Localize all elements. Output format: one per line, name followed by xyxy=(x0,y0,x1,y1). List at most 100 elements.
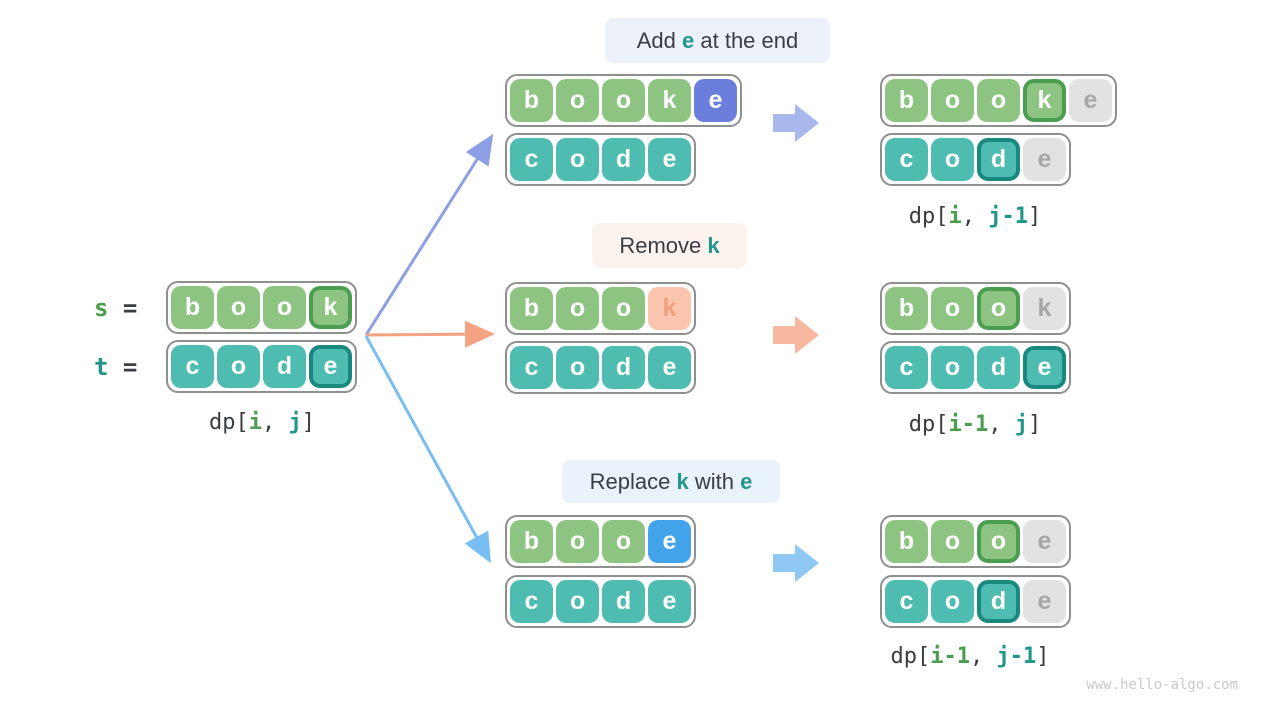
dp-label-replace: dp[i-1, j-1] xyxy=(870,644,1070,669)
char-cell-d: d xyxy=(263,345,306,388)
text-part: at the end xyxy=(694,27,799,53)
char-cell-d: d xyxy=(602,138,645,181)
text-part: Add xyxy=(636,27,683,53)
char-cell-d: d xyxy=(602,580,645,623)
char-cell-e: e xyxy=(694,79,737,122)
char-cell-b: b xyxy=(885,287,928,330)
char-cell-o: o xyxy=(931,520,974,563)
char-cell-d: d xyxy=(977,346,1020,389)
char-cell-e: e xyxy=(1023,520,1066,563)
char-cell-k: k xyxy=(1023,79,1066,122)
text-part: dp[ xyxy=(908,204,949,229)
char-cell-o: o xyxy=(263,286,306,329)
text-part: dp[ xyxy=(209,410,249,435)
char-cell-k: k xyxy=(648,287,691,330)
char-cell-d: d xyxy=(602,346,645,389)
label-pill-add: Add e at the end xyxy=(605,18,830,63)
char-cell-c: c xyxy=(885,346,928,389)
char-cell-c: c xyxy=(510,580,553,623)
arrow-line-add xyxy=(364,133,494,336)
text-part: j-1 xyxy=(988,204,1028,229)
char-cell-o: o xyxy=(556,79,599,122)
text-part: , xyxy=(970,644,997,669)
char-cell-b: b xyxy=(885,520,928,563)
label-pill-remove: Remove k xyxy=(592,223,747,268)
char-cell-o: o xyxy=(556,287,599,330)
text-part: e xyxy=(740,468,753,494)
char-cell-b: b xyxy=(510,287,553,330)
text-part: s xyxy=(94,293,109,322)
text-part: dp[ xyxy=(908,412,949,437)
text-part: j xyxy=(1014,412,1028,437)
char-cell-b: b xyxy=(510,79,553,122)
text-part: i xyxy=(248,410,262,435)
char-cell-o: o xyxy=(977,520,1020,563)
char-cell-k: k xyxy=(648,79,691,122)
char-cell-b: b xyxy=(510,520,553,563)
dp-label-remove: dp[i-1, j] xyxy=(880,412,1070,437)
char-cell-c: c xyxy=(171,345,214,388)
char-cell-o: o xyxy=(977,79,1020,122)
char-cell-d: d xyxy=(977,580,1020,623)
label-pill-replace: Replace k with e xyxy=(562,460,780,503)
text-part: Replace xyxy=(589,468,677,494)
char-cell-o: o xyxy=(602,79,645,122)
char-cell-o: o xyxy=(602,520,645,563)
text-part: dp[ xyxy=(890,644,931,669)
text-part: with xyxy=(688,468,741,494)
char-cell-o: o xyxy=(977,287,1020,330)
char-cell-o: o xyxy=(217,345,260,388)
text-part: ] xyxy=(1028,412,1042,437)
char-cell-e: e xyxy=(1023,346,1066,389)
block-arrow-remove-icon xyxy=(773,316,819,354)
char-cell-o: o xyxy=(556,580,599,623)
text-part: k xyxy=(676,468,689,494)
text-part: t xyxy=(94,352,109,381)
arrow-line-replace xyxy=(364,335,491,564)
char-cell-o: o xyxy=(217,286,260,329)
s-equals-label: s = xyxy=(94,281,137,334)
char-cell-c: c xyxy=(510,346,553,389)
char-cell-o: o xyxy=(556,520,599,563)
text-part: , xyxy=(961,204,989,229)
text-part: ] xyxy=(1028,204,1042,229)
block-arrow-remove-shape xyxy=(773,316,819,354)
char-cell-o: o xyxy=(931,79,974,122)
char-cell-b: b xyxy=(171,286,214,329)
text-part: ] xyxy=(301,410,315,435)
text-part: = xyxy=(108,293,138,322)
watermark-text: www.hello-algo.com xyxy=(1086,677,1238,693)
char-cell-o: o xyxy=(931,346,974,389)
char-cell-o: o xyxy=(556,138,599,181)
dp-label-add: dp[i, j-1] xyxy=(880,204,1070,229)
char-cell-k: k xyxy=(309,286,352,329)
char-cell-k: k xyxy=(1023,287,1066,330)
text-part: e xyxy=(682,27,695,53)
text-part: i xyxy=(948,204,962,229)
char-cell-e: e xyxy=(648,520,691,563)
char-cell-o: o xyxy=(602,287,645,330)
text-part: ] xyxy=(1036,644,1050,669)
char-cell-c: c xyxy=(885,138,928,181)
char-cell-o: o xyxy=(556,346,599,389)
text-part: k xyxy=(707,232,720,258)
char-cell-e: e xyxy=(1023,138,1066,181)
char-cell-d: d xyxy=(977,138,1020,181)
char-cell-o: o xyxy=(931,580,974,623)
char-cell-e: e xyxy=(1023,580,1066,623)
char-cell-e: e xyxy=(648,138,691,181)
char-cell-c: c xyxy=(885,580,928,623)
char-cell-c: c xyxy=(510,138,553,181)
